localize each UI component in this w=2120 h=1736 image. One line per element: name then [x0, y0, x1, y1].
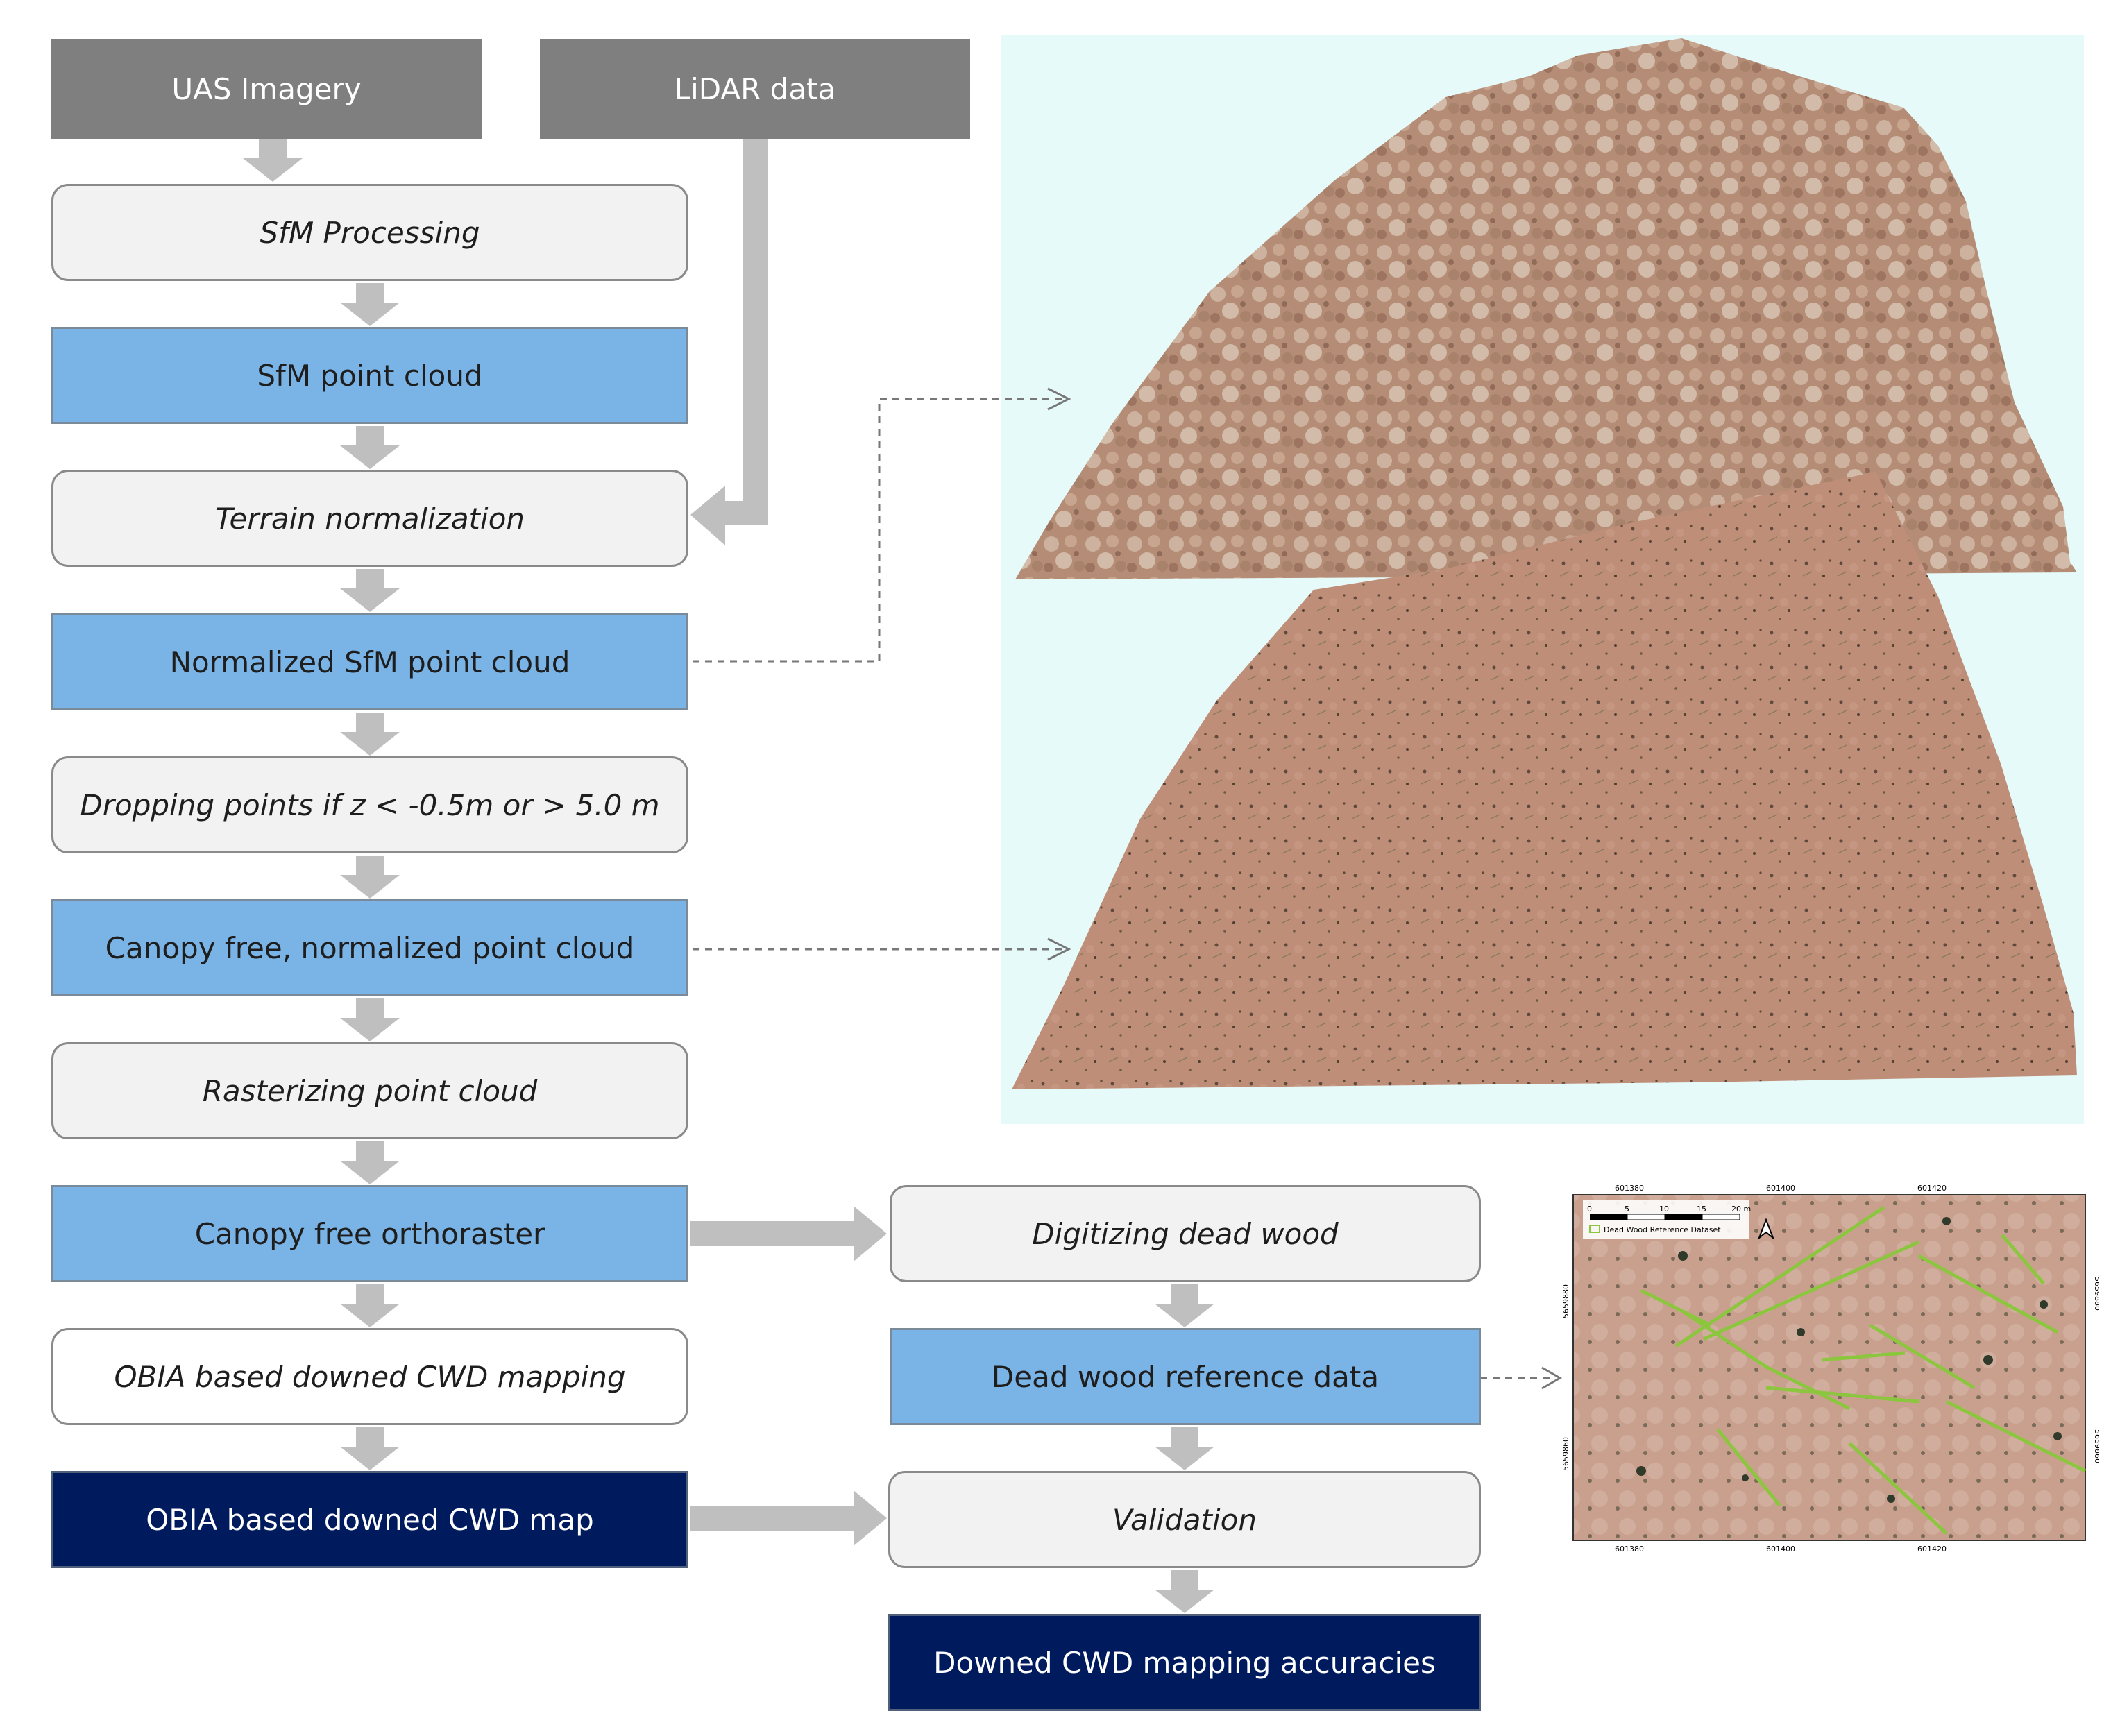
- sfm-point-cloud-data: SfM point cloud: [51, 327, 688, 424]
- digitizing-step: Digitizing dead wood: [890, 1185, 1481, 1282]
- uas-imagery-label: UAS Imagery: [171, 71, 362, 106]
- normalized-cloud-data: Normalized SfM point cloud: [51, 613, 688, 710]
- rasterizing-label: Rasterizing point cloud: [202, 1073, 538, 1108]
- lidar-data-label: LiDAR data: [674, 71, 836, 106]
- digitizing-label: Digitizing dead wood: [1032, 1216, 1339, 1251]
- canopy-point-cloud: [1015, 38, 2077, 579]
- arrow-obia-to-map: [340, 1427, 400, 1470]
- scale-label-0: 0: [1587, 1205, 1592, 1214]
- normalized-cloud-label: Normalized SfM point cloud: [169, 645, 570, 679]
- dead-wood-lines: [1640, 1205, 2087, 1535]
- canopy-free-cloud-label: Canopy free, normalized point cloud: [105, 930, 635, 965]
- right-tick-1: 5659880: [2093, 1277, 2099, 1311]
- bottom-tick-2: 601400: [1766, 1544, 1795, 1554]
- arrow-sfmproc-to-cloud: [340, 283, 400, 326]
- reference-data: Dead wood reference data: [890, 1328, 1481, 1425]
- lidar-data-source: LiDAR data: [540, 39, 970, 139]
- canopy-free-cloud-data: Canopy free, normalized point cloud: [51, 899, 688, 996]
- point-cloud-renderings: [1012, 38, 2077, 1089]
- sfm-point-cloud-label: SfM point cloud: [257, 358, 483, 393]
- left-tick-1: 5659880: [1561, 1284, 1570, 1318]
- terrain-normalization-step: Terrain normalization: [51, 470, 688, 567]
- dropping-points-step: Dropping points if z < -0.5m or > 5.0 m: [51, 756, 688, 853]
- obia-mapping-label: OBIA based downed CWD mapping: [114, 1359, 626, 1394]
- arrow-digitize-to-reference: [1155, 1284, 1214, 1327]
- reference-map-image: 0 5 10 15 20 m Dead Wood Reference Datas…: [1561, 1184, 2099, 1554]
- left-tick-2: 5659860: [1561, 1437, 1570, 1471]
- obia-map-output: OBIA based downed CWD map: [51, 1471, 688, 1568]
- accuracies-output: Downed CWD mapping accuracies: [888, 1614, 1481, 1711]
- arrow-ortho-to-digitize: [690, 1206, 887, 1261]
- terrain-normalization-label: Terrain normalization: [214, 501, 525, 536]
- scale-label-10: 10: [1659, 1205, 1669, 1214]
- reference-map: 0 5 10 15 20 m Dead Wood Reference Datas…: [1558, 1180, 2099, 1554]
- reference-data-label: Dead wood reference data: [991, 1359, 1380, 1394]
- canopy-free-point-cloud: [1012, 472, 2077, 1089]
- link-normalized-to-canopy: [693, 398, 1062, 663]
- arrow-ortho-to-obia: [340, 1284, 400, 1327]
- right-tick-2: 5659860: [2093, 1429, 2099, 1463]
- arrow-terrain-to-normalized: [340, 569, 400, 612]
- arrow-uas-to-sfm: [243, 139, 303, 182]
- arrow-normalized-to-drop: [340, 713, 400, 756]
- legend-label: Dead Wood Reference Dataset: [1604, 1225, 1721, 1234]
- obia-mapping-step: OBIA based downed CWD mapping: [51, 1328, 688, 1425]
- scale-label-20: 20 m: [1731, 1205, 1751, 1214]
- arrow-map-to-validation: [690, 1490, 887, 1546]
- link-arrowhead-1: [1047, 387, 1071, 411]
- obia-map-label: OBIA based downed CWD map: [146, 1502, 594, 1537]
- bottom-tick-3: 601420: [1917, 1544, 1947, 1554]
- arrow-canopyfree-to-raster: [340, 998, 400, 1041]
- link-arrowhead-2: [1047, 937, 1071, 961]
- orthoraster-label: Canopy free orthoraster: [194, 1216, 545, 1251]
- legend-swatch: [1589, 1225, 1600, 1233]
- top-tick-1: 601380: [1615, 1184, 1644, 1193]
- link-arrowhead-3: [1541, 1366, 1563, 1390]
- arrow-lidar-to-terrain: [690, 139, 768, 545]
- arrow-validation-to-accuracy: [1155, 1570, 1214, 1613]
- arrow-reference-to-validation: [1155, 1427, 1214, 1470]
- uas-imagery-source: UAS Imagery: [51, 39, 482, 139]
- point-cloud-panel: [1001, 35, 2084, 1124]
- arrow-raster-to-ortho: [340, 1141, 400, 1184]
- bottom-tick-1: 601380: [1615, 1544, 1644, 1554]
- sfm-processing-step: SfM Processing: [51, 184, 688, 281]
- north-arrow-icon: [1757, 1218, 1775, 1241]
- scale-label-5: 5: [1625, 1205, 1629, 1214]
- orthoraster-data: Canopy free orthoraster: [51, 1185, 688, 1282]
- arrow-cloud-to-terrain: [340, 426, 400, 469]
- rasterizing-step: Rasterizing point cloud: [51, 1042, 688, 1139]
- top-tick-2: 601400: [1766, 1184, 1795, 1193]
- sfm-processing-label: SfM Processing: [260, 215, 480, 250]
- scale-label-15: 15: [1697, 1205, 1706, 1214]
- arrow-drop-to-canopyfree: [340, 856, 400, 899]
- accuracies-label: Downed CWD mapping accuracies: [933, 1645, 1436, 1680]
- scale-bar: [1590, 1214, 1740, 1220]
- dropping-points-label: Dropping points if z < -0.5m or > 5.0 m: [80, 788, 660, 822]
- validation-label: Validation: [1112, 1502, 1257, 1537]
- validation-step: Validation: [888, 1471, 1481, 1568]
- top-tick-3: 601420: [1917, 1184, 1947, 1193]
